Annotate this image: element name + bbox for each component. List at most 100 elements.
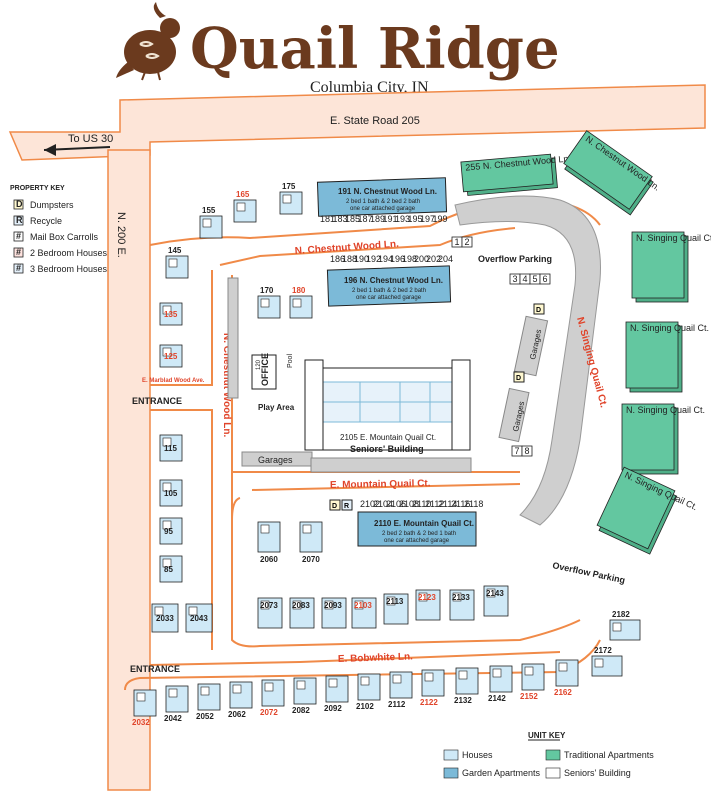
dumpster-icon — [329, 499, 341, 511]
traditional-apartment-block: N. Chestnut Wood Ln. — [563, 130, 662, 216]
house-number: 145 — [168, 246, 182, 255]
house-number: 2043 — [190, 614, 208, 623]
traditional-apartment-block: N. Singing Quail Ct. — [621, 403, 705, 475]
garden-2110-desc2: one car attached garage — [384, 538, 450, 544]
garden-unit-number: 181 — [320, 214, 335, 224]
mountain-quail-label: E. Mountain Quail Ct. — [330, 478, 431, 491]
house-95: 95 — [159, 517, 183, 545]
entrance-label-1: ENTRANCE — [132, 396, 182, 406]
house-145: 145 — [165, 246, 189, 279]
svg-text:D: D — [536, 307, 541, 314]
overflow-parking-2: Overflow Parking — [552, 560, 626, 585]
property-key-symbol: # — [16, 263, 21, 273]
garden-191-desc2: one car attached garage — [350, 206, 416, 212]
house-number: 2103 — [354, 601, 372, 610]
house-number: 2093 — [324, 601, 342, 610]
house-175: 175 — [279, 182, 303, 215]
mailbox-number: 8 — [525, 446, 530, 456]
garden-196-desc: 2 bed 1 bath & 2 bed 2 bath — [352, 288, 426, 294]
garden-unit-number: 2108 — [399, 499, 419, 509]
site-subtitle: Columbia City, IN — [310, 79, 429, 96]
house-2122: 2122 — [420, 669, 445, 707]
garden-unit-number: 194 — [378, 254, 393, 264]
garden-191-title: 191 N. Chestnut Wood Ln. — [338, 187, 437, 196]
house-number: 155 — [202, 206, 216, 215]
house-2073: 2073 — [257, 597, 283, 629]
property-key-item: #Mail Box Carrolls — [13, 231, 99, 242]
office-building — [251, 354, 277, 390]
unit-key-item: Houses — [443, 749, 493, 761]
house-number: 180 — [292, 286, 306, 295]
garden-2110-title: 2110 E. Mountain Quail Ct. — [374, 519, 474, 528]
house-135: 135 — [159, 302, 183, 326]
house-number: 170 — [260, 286, 274, 295]
unit-key-label: Houses — [462, 750, 493, 760]
mailbox-number: 4 — [523, 274, 528, 284]
main-roads — [8, 84, 706, 791]
house-85: 85 — [159, 555, 183, 583]
svg-text:R: R — [344, 503, 349, 510]
svg-text:D: D — [332, 503, 337, 510]
house-2070: 2070 — [299, 521, 323, 564]
mailbox-7: 7 — [511, 445, 523, 457]
garages-east-2 — [498, 387, 530, 443]
mailbox-8: 8 — [521, 445, 533, 457]
garden-unit-number: 189 — [370, 214, 385, 224]
to-us30-label: To US 30 — [68, 133, 113, 145]
house-number: 2070 — [302, 555, 320, 564]
house-155: 155 — [199, 206, 223, 239]
house-number: 2083 — [292, 601, 310, 610]
mailbox-number: 6 — [543, 274, 548, 284]
house-2162: 2162 — [554, 659, 579, 697]
mailbox-number: 5 — [533, 274, 538, 284]
west-arrow-icon — [44, 144, 56, 156]
unit-key-label: Traditional Apartments — [564, 750, 654, 760]
traditional-apartment-block: N. Singing Quail Ct. — [631, 231, 711, 303]
garages-east-1 — [513, 315, 549, 377]
house-2132: 2132 — [454, 667, 479, 705]
play-area-label: Play Area — [258, 403, 295, 412]
garden-unit-number: 188 — [342, 254, 357, 264]
house-2142: 2142 — [488, 665, 513, 703]
unit-key-label: Garden Apartments — [462, 768, 541, 778]
site-title: Quail Ridge — [190, 16, 560, 82]
garden-2110-desc: 2 bed 2 bath & 2 bed 1 bath — [382, 531, 456, 537]
garages-strip — [227, 277, 239, 399]
traditional-apartment-title: N. Singing Quail Ct. — [636, 233, 711, 243]
office-label: OFFICE — [260, 353, 270, 386]
pool-label: Pool — [287, 354, 294, 368]
house-170: 170 — [257, 286, 281, 319]
property-key-symbol: R — [16, 215, 23, 225]
house-2042: 2042 — [164, 685, 189, 723]
unit-key-item: Garden Apartments — [443, 767, 541, 779]
house-2133: 2133 — [449, 589, 475, 621]
house-2033: 2033 — [151, 603, 179, 633]
quail-logo — [116, 2, 180, 81]
garden-apartment-191 — [316, 177, 448, 217]
house-2082: 2082 — [292, 677, 317, 715]
seniors-address: 2105 E. Mountain Quail Ct. — [340, 433, 436, 442]
house-2103: 2103 — [351, 597, 377, 629]
garden-unit-number: 2110 — [412, 499, 431, 509]
house-number: 2042 — [164, 714, 182, 723]
garden-apartment-2110 — [357, 511, 477, 547]
garden-unit-number: 193 — [395, 214, 410, 224]
house-number: 2072 — [260, 708, 278, 717]
house-2092: 2092 — [324, 675, 349, 713]
unit-key-item: Seniors' Building — [545, 767, 631, 779]
property-key-title: PROPERTY KEY — [10, 185, 65, 192]
garden-unit-number: 187 — [358, 214, 373, 224]
house-2062: 2062 — [228, 681, 253, 719]
property-key-label: Dumpsters — [30, 200, 74, 210]
house-2052: 2052 — [196, 683, 221, 721]
mailbox-number: 1 — [455, 237, 460, 247]
house-2072: 2072 — [260, 679, 285, 717]
property-key-label: 2 Bedroom Houses — [30, 248, 108, 258]
garden-unit-number: 200 — [414, 254, 429, 264]
